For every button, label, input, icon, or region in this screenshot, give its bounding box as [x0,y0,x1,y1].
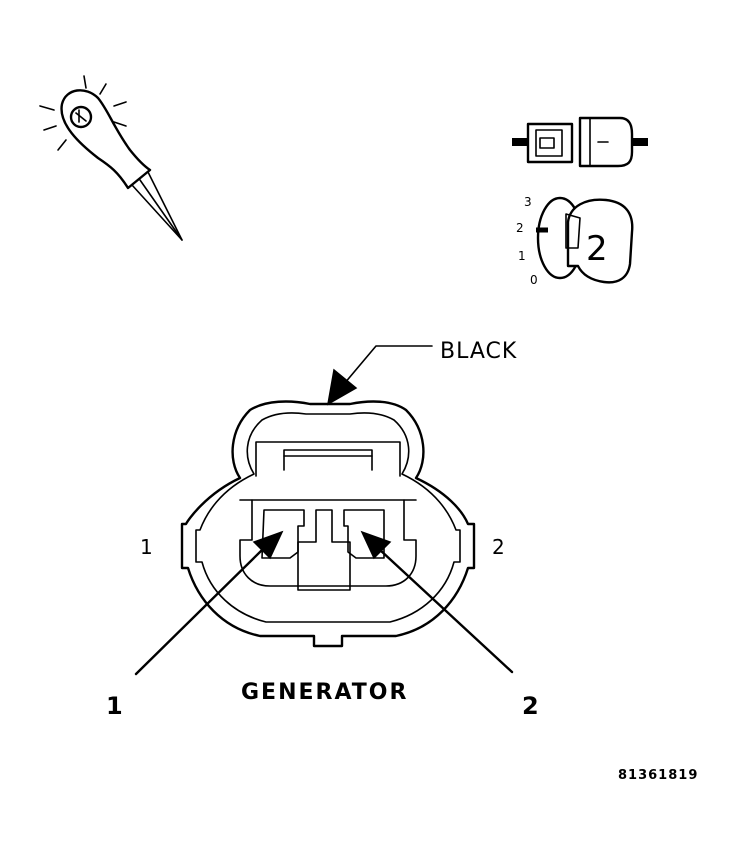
key-position-digit: 2 [586,229,608,269]
key-scale-0: 0 [530,273,538,287]
callout-arrow-1 [134,530,284,676]
callout-number-1: 1 [106,692,123,720]
key-scale-2: 2 [516,221,524,235]
generator-connector [180,400,476,648]
callout-number-2: 2 [522,692,539,720]
connector-color-label: BLACK [440,339,517,364]
component-label: GENERATOR [241,680,408,705]
figure-number: 81361819 [618,768,698,783]
color-leader [326,345,433,406]
key-scale-3: 3 [524,195,532,209]
key-scale-1: 1 [518,249,526,263]
test-probe-icon [39,75,183,241]
cavity-label-2: 2 [492,535,505,559]
cavity-label-1: 1 [140,535,153,559]
callout-arrow-2 [360,530,514,674]
connector-unplugged-icon [512,116,648,168]
ignition-key-icon: 3 2 1 0 2 [516,195,634,287]
